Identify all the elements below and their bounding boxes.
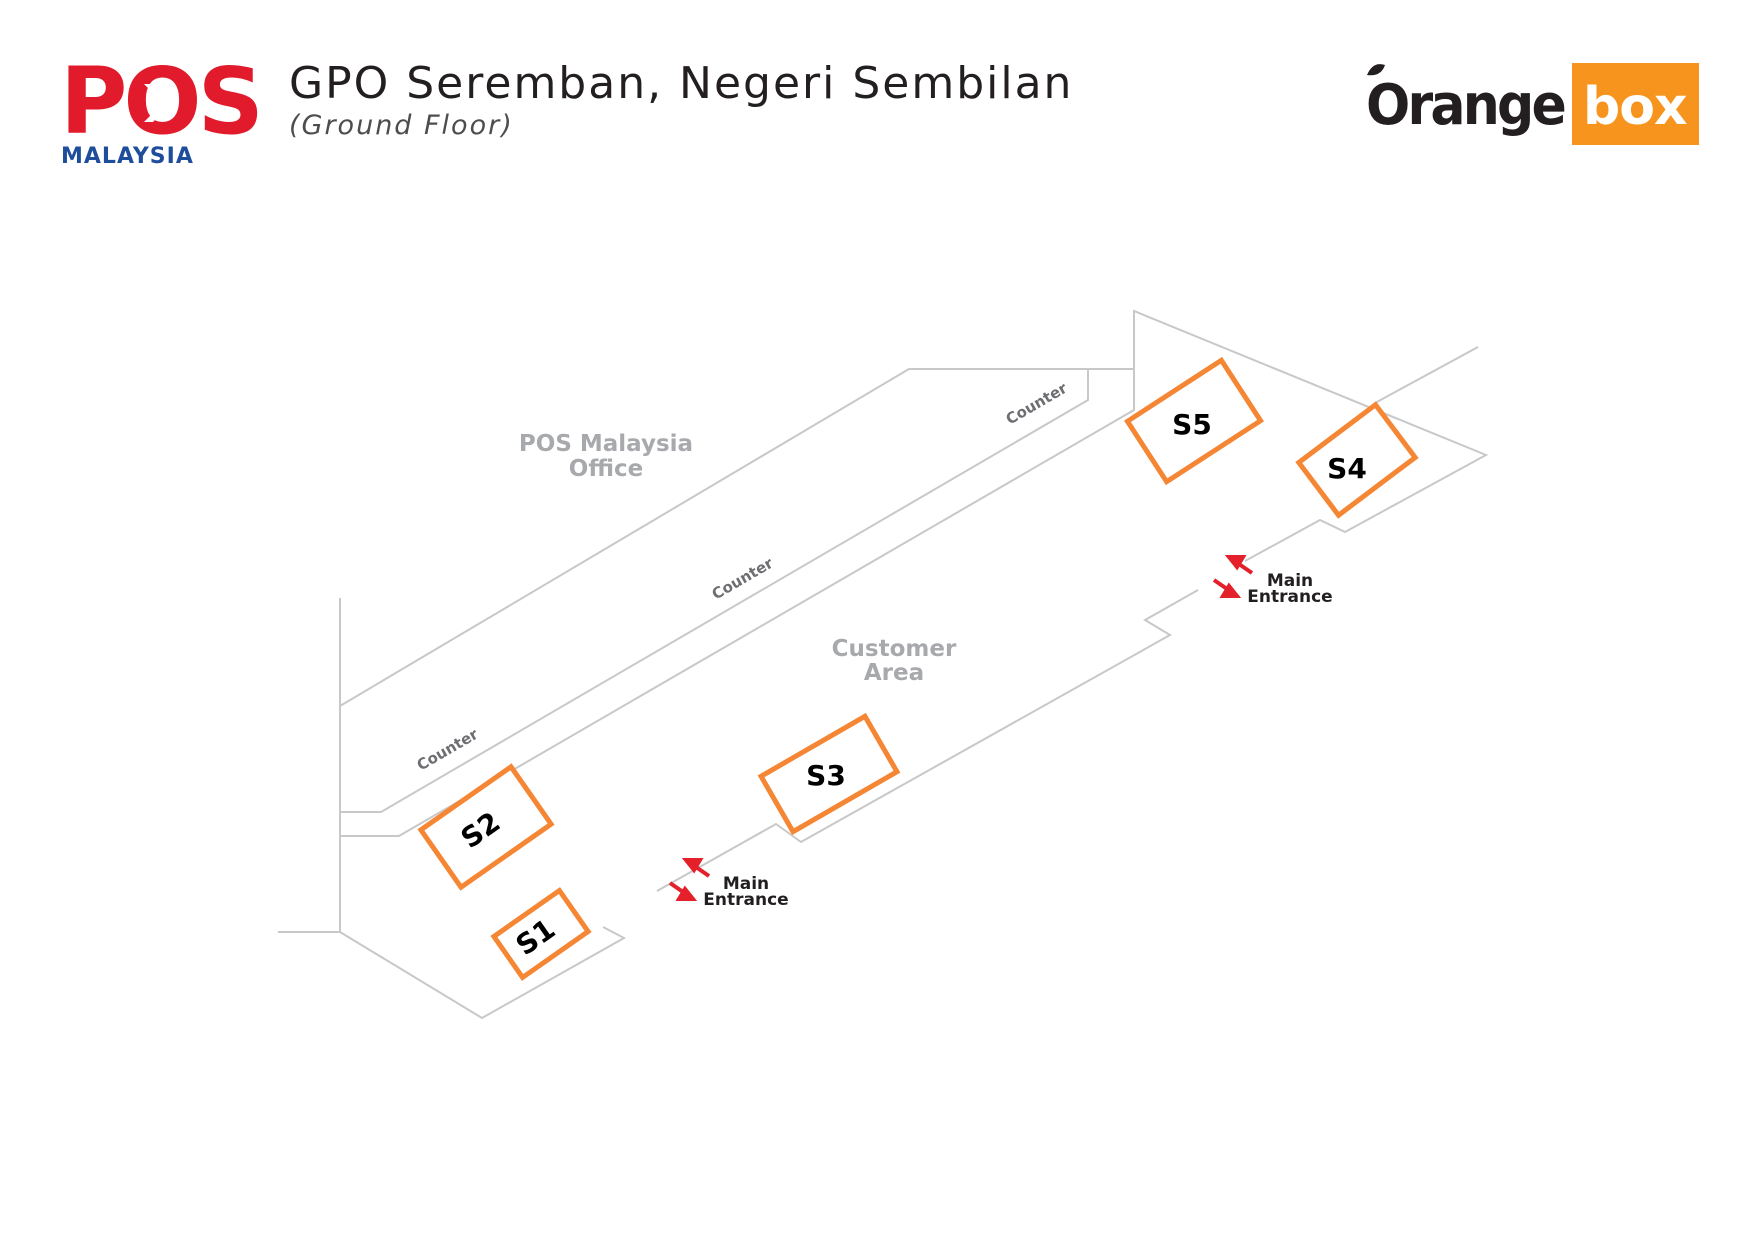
space-s1[interactable]: S1 [490, 887, 592, 981]
entrance-arrows-icon [668, 858, 711, 901]
east-outside-wall [1374, 346, 1479, 404]
space-s4-label: S4 [1327, 452, 1367, 485]
customer-back-wall [340, 369, 1135, 837]
entrance-arrows-icon [1212, 555, 1254, 598]
office-wall [339, 368, 1134, 707]
counter-label-left: Counter [414, 725, 482, 775]
pos-malaysia-logo: POS MALAYSIA [60, 48, 264, 169]
customer-area-label-line2: Area [864, 660, 924, 686]
pos-logo-country: MALAYSIA [61, 144, 194, 169]
orangebox-logo-word: Orange [1366, 73, 1565, 138]
entrance-label-line2: Entrance [1247, 587, 1332, 607]
main-entrance-left: Main Entrance [668, 858, 789, 910]
office-label-line2: Office [569, 456, 643, 482]
counter-label-right: Counter [1003, 379, 1071, 429]
floor-subtitle: (Ground Floor) [289, 110, 514, 141]
orangebox-leaf-icon [1367, 64, 1385, 76]
space-s5-box[interactable] [1123, 356, 1265, 486]
counter-labels: Counter Counter Counter [414, 379, 1071, 775]
floor-plan-walls [278, 309, 1489, 1020]
entrance-label-line2: Entrance [703, 890, 788, 910]
area-labels: POS Malaysia Office Customer Area [519, 431, 957, 686]
space-s1-box[interactable] [490, 887, 592, 981]
office-label-line1: POS Malaysia [519, 431, 693, 457]
customer-area-label-line1: Customer [832, 636, 957, 662]
entrance-label-line1: Main [1267, 571, 1313, 591]
space-s5[interactable]: S5 [1123, 356, 1265, 486]
space-s4[interactable]: S4 [1295, 401, 1419, 519]
east-wall [1133, 309, 1489, 562]
space-s5-label: S5 [1172, 408, 1212, 441]
space-s3-label: S3 [806, 759, 846, 792]
main-entrance-right: Main Entrance [1212, 555, 1333, 607]
entrance-label-line1: Main [723, 874, 769, 894]
space-s2-box[interactable] [417, 763, 555, 891]
orangebox-logo-box-word: box [1583, 77, 1687, 137]
space-s2[interactable]: S2 [417, 763, 555, 891]
bottom-wall [339, 926, 627, 1020]
pos-logo-chevron-icon [144, 84, 172, 122]
space-s3-box[interactable] [757, 712, 901, 836]
page-title: GPO Seremban, Negeri Sembilan [289, 58, 1074, 109]
counter-wall [340, 369, 1089, 813]
front-wall [656, 589, 1199, 892]
space-s4-box[interactable] [1295, 401, 1419, 519]
space-s3[interactable]: S3 [757, 712, 901, 836]
pos-logo-word: POS [60, 48, 260, 155]
orangebox-logo: Orange box [1366, 63, 1699, 145]
orangebox-logo-box [1572, 63, 1699, 145]
counter-label-middle: Counter [709, 554, 777, 604]
